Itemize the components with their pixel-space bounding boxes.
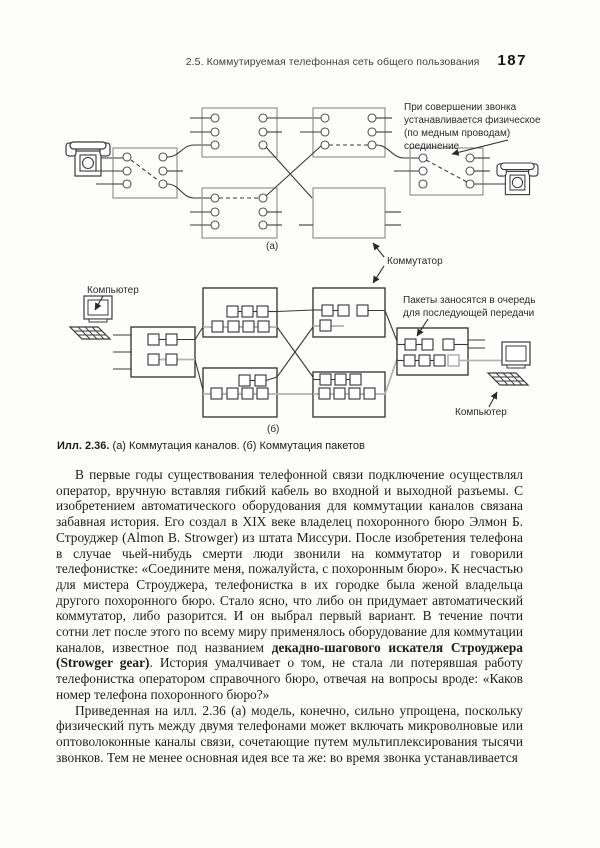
computer-left-arrow (94, 295, 104, 311)
section-title: 2.5. Коммутируемая телефонная сеть общег… (185, 56, 480, 68)
packet-router-top-right (312, 287, 386, 338)
switch-label: Коммутатор (387, 256, 443, 267)
circuit-note-line: (по медным проводам) (404, 128, 510, 139)
paragraph-1-text: В первые годы существования телефонной с… (56, 467, 523, 655)
circuit-note-line: соединение (404, 141, 460, 152)
switch-arrow-up (372, 242, 385, 258)
packet-note: Пакеты заносятся в очередь для последующ… (403, 295, 535, 337)
figure-2-36: При совершении звонка устанавливается фи… (65, 102, 541, 435)
switch-callout: Коммутатор (372, 242, 443, 284)
circuit-note-line: устанавливается физическое (404, 114, 541, 126)
figure-caption-label: Илл. 2.36. (57, 440, 110, 452)
link (276, 309, 314, 313)
figure-caption: Илл. 2.36. (а) Коммутация каналов. (б) К… (57, 440, 365, 452)
paragraph-2: Приведенная на илл. 2.36 (а) модель, кон… (56, 702, 523, 765)
toll-office-top-right (300, 107, 392, 158)
crossing-trunk (265, 145, 322, 197)
trunk-line (166, 144, 211, 158)
computer-right-arrow (488, 391, 498, 408)
paragraph-1-bold-term: декадно-шагового искателя Строуджера (St… (56, 639, 523, 671)
crossing-link (276, 326, 314, 378)
packet-router-bottom-right (312, 371, 386, 418)
packet-note-line: для последующей передачи (403, 308, 534, 319)
running-header: 2.5. Коммутируемая телефонная сеть общег… (186, 52, 527, 69)
link (384, 310, 398, 342)
packet-note-line: Пакеты заносятся в очередь (403, 295, 535, 306)
computer-right (487, 341, 531, 386)
computer-left-callout: Компьютер (87, 285, 139, 311)
circuit-note-line: При совершении звонка (404, 102, 517, 113)
paragraph-1: В первые годы существования телефонной с… (56, 467, 523, 703)
link (194, 359, 204, 391)
page-number: 187 (497, 52, 527, 69)
telephone-right (496, 162, 539, 196)
toll-office-bottom-right (299, 187, 401, 239)
body-text: В первые годы существования телефонной с… (56, 467, 523, 765)
link (194, 326, 204, 340)
trunk-line (375, 144, 419, 159)
part-a-label: (а) (266, 241, 278, 252)
packet-router-bottom-middle (202, 367, 278, 418)
figure-caption-text: (а) Коммутация каналов. (б) Коммутация п… (112, 440, 365, 452)
packet-note-arrow (416, 318, 429, 337)
packet-router-left (130, 326, 196, 378)
circuit-note: При совершении звонка устанавливается фи… (404, 102, 541, 156)
computer-left-label: Компьютер (87, 285, 139, 296)
computer-right-label: Компьютер (455, 407, 507, 418)
gray-path (384, 358, 398, 395)
paragraph-1-text: . История умалчивает о том, не стала ли … (56, 655, 523, 702)
crossing-trunk (265, 146, 313, 199)
circuit-switching-diagram (65, 107, 539, 239)
trunk-line (166, 183, 211, 199)
end-office-right (394, 147, 490, 196)
switch-arrow-down (372, 265, 385, 284)
computer-right-callout: Компьютер (455, 391, 507, 418)
computer-left (69, 295, 113, 340)
toll-office-bottom-left (190, 187, 282, 239)
circuit-note-arrow (451, 139, 509, 156)
packet-router-top-middle (202, 287, 278, 338)
part-b-label: (б) (267, 423, 279, 435)
packet-router-final (396, 327, 485, 376)
packet-switching-diagram (69, 287, 531, 418)
toll-office-top-left (190, 107, 282, 158)
